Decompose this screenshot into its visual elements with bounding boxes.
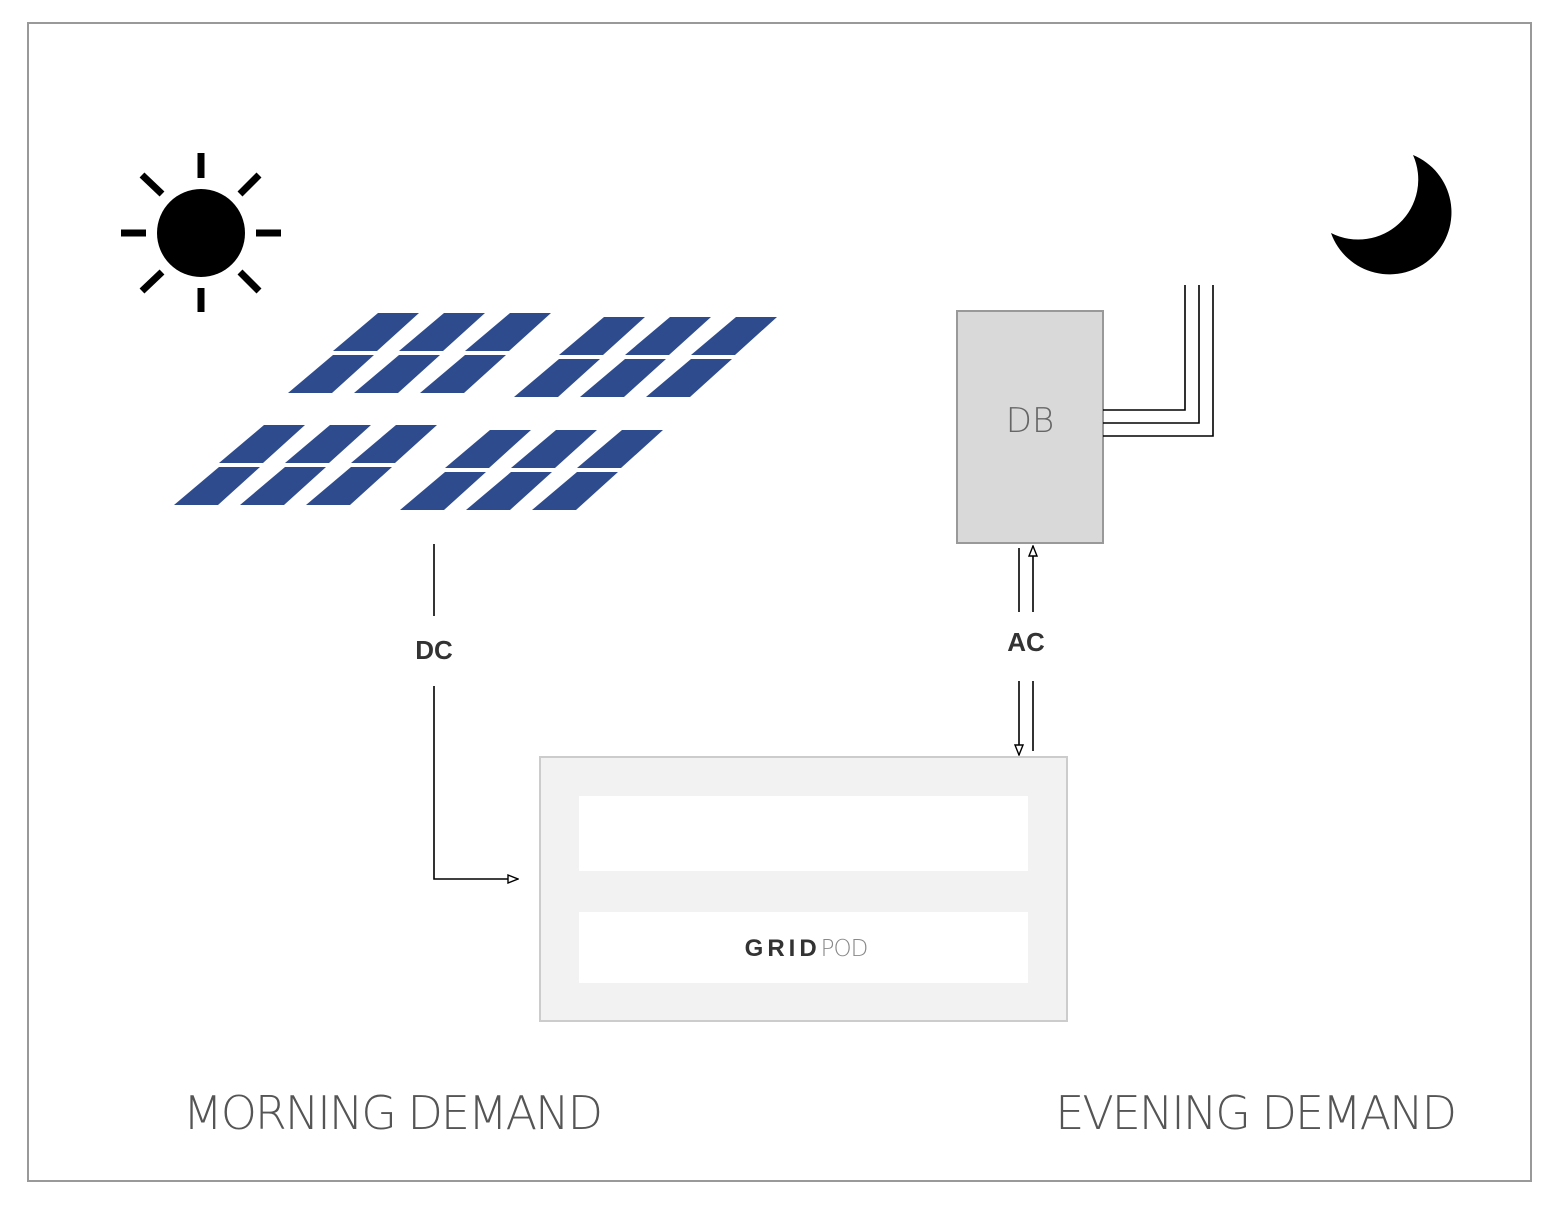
- gridpod-module-bottom: [579, 912, 1028, 983]
- solar-cell: [511, 430, 597, 468]
- solar-cell: [420, 355, 506, 393]
- gridpod-logo: GRIDPOD: [745, 935, 868, 962]
- diagram-frame: [27, 22, 1532, 1182]
- gridpod-logo-light: POD: [821, 936, 868, 962]
- solar-cell: [559, 317, 645, 355]
- solar-cell: [646, 359, 732, 397]
- solar-cell: [514, 359, 600, 397]
- distribution-board-label: DB: [1006, 401, 1054, 441]
- gridpod-module-top: [579, 796, 1028, 871]
- moon-icon: [1331, 155, 1452, 275]
- sun-icon: [121, 153, 281, 312]
- solar-cell: [354, 355, 440, 393]
- distribution-board: [956, 310, 1104, 544]
- solar-cell: [219, 425, 305, 463]
- dc-connector: [433, 544, 518, 879]
- solar-cell: [466, 472, 552, 510]
- solar-cell: [333, 313, 419, 351]
- solar-panel-icon: [174, 313, 777, 510]
- solar-cell: [532, 472, 618, 510]
- solar-cell: [691, 317, 777, 355]
- solar-cell: [174, 467, 260, 505]
- solar-cell: [577, 430, 663, 468]
- ac-connector: [1019, 546, 1033, 755]
- ac-label: AC: [1007, 627, 1045, 657]
- solar-cell: [625, 317, 711, 355]
- evening-demand-label: EVENING DEMAND: [1055, 1086, 1455, 1140]
- solar-cell: [445, 430, 531, 468]
- solar-cell: [288, 355, 374, 393]
- morning-demand-label: MORNING DEMAND: [183, 1086, 601, 1140]
- db-output-wires: [1103, 285, 1214, 437]
- solar-cell: [285, 425, 371, 463]
- solar-cell: [580, 359, 666, 397]
- solar-cell: [465, 313, 551, 351]
- solar-cell: [306, 467, 392, 505]
- solar-cell: [399, 313, 485, 351]
- solar-cell: [351, 425, 437, 463]
- dc-label: DC: [415, 635, 453, 665]
- gridpod-logo-bold: GRID: [745, 935, 821, 962]
- solar-cell: [240, 467, 326, 505]
- solar-cell: [400, 472, 486, 510]
